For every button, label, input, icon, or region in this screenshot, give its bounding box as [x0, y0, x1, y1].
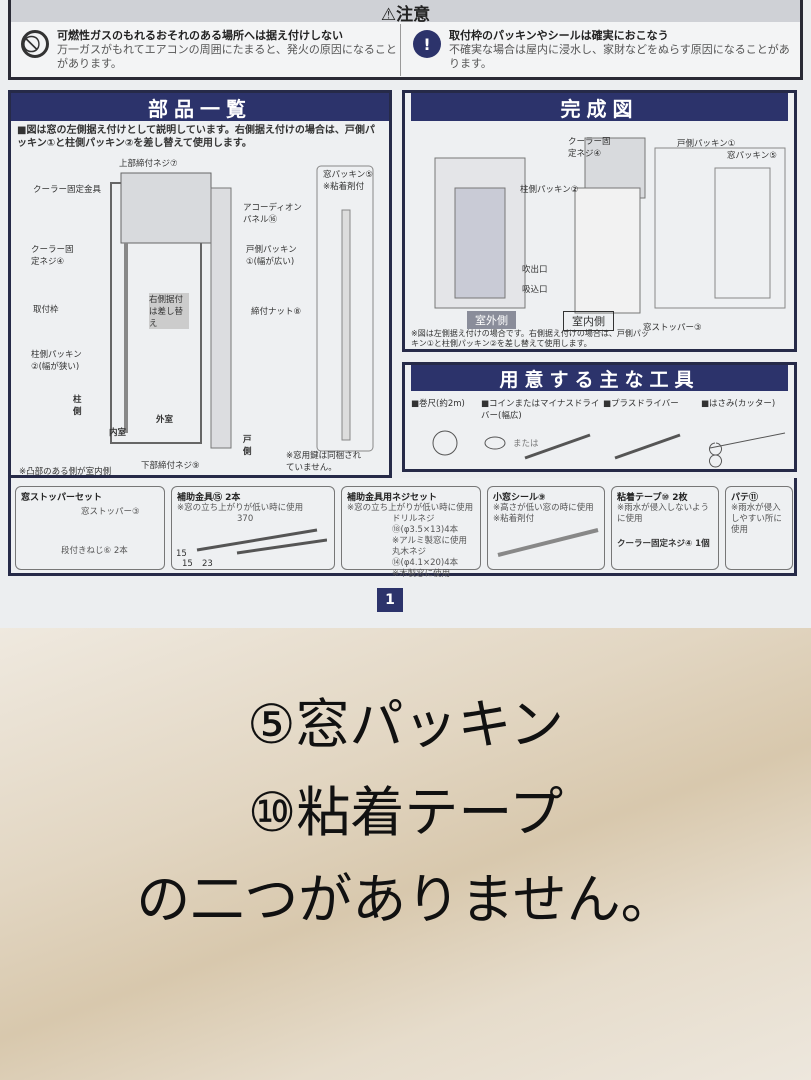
caption-line-3: の二つがありません。: [136, 868, 675, 931]
label: ※窓用鍵は同梱されていません。: [286, 451, 362, 473]
arrow-label: 柱側: [73, 395, 82, 417]
accessory-putty: パテ⑪ ※雨水が侵入しやすい所に使用: [725, 486, 793, 570]
accessory-line: ドリルネジ⑱(φ3.5×13)4本: [392, 514, 459, 535]
arrow-label: 外室: [156, 415, 174, 425]
caution-box: ⚠注意 ⃠ 可燃性ガスのもれるおそれのある場所へは据え付けしない 万一ガスがもれ…: [8, 0, 803, 80]
caution-title: ⚠注意: [11, 0, 800, 25]
accessory-line: クーラー固定ネジ④ 1個: [617, 539, 710, 549]
accessories-panel: 窓ストッパーセット 窓ストッパー③ 段付きねじ⑥ 2本 補助金具⑮ 2本 ※窓の…: [8, 478, 797, 579]
accessory-reinforcement-bracket: 補助金具⑮ 2本 ※窓の立ち上がりが低い時に使用 370 15 15 23: [171, 486, 335, 570]
label: 取付枠: [33, 305, 59, 315]
label: 窓ストッパー③: [643, 323, 702, 333]
inside-label: 室内側: [563, 311, 614, 331]
tool-illustrations: [432, 430, 786, 468]
exclamation-icon: !: [413, 30, 441, 58]
label: 上部締付ネジ⑦: [119, 159, 178, 169]
accessory-adhesive-tape: 粘着テープ⑩ 2枚 ※雨水が侵入しないように使用 クーラー固定ネジ④ 1個: [611, 486, 719, 570]
tools-panel: 用意する主な工具 ■巻尺(約2m) ■コインまたはマイナスドライバー(幅広) ■…: [402, 362, 797, 472]
accessory-heading: パテ⑪: [731, 493, 759, 503]
manual-page: ⚠注意 ⃠ 可燃性ガスのもれるおそれのある場所へは据え付けしない 万一ガスがもれ…: [0, 0, 811, 628]
accessory-line: 窓ストッパー③: [81, 507, 140, 517]
prohibited-icon: ⃠: [21, 30, 49, 58]
caution-left-body: 万一ガスがもれてエアコンの周囲にたまると、発火の原因になることがあります。: [57, 43, 397, 70]
tool-coin-or-flat-driver: ■コインまたはマイナスドライバー(幅広): [481, 399, 600, 421]
accessory-small-window-seal: 小窓シール⑨ ※高さが低い窓の時に使用 ※粘着剤付: [487, 486, 605, 570]
accessory-heading: 粘着テープ⑩ 2枚: [617, 493, 688, 503]
accessory-line: 段付きねじ⑥ 2本: [61, 546, 128, 556]
completed-diagram-panel: 完成図 クーラー固定ネジ④ 戸側パッキン① 窓パッキン⑤ 柱側パッキン② 吹出口…: [402, 90, 797, 352]
caption-line-2: ⑩粘着テープ: [247, 781, 564, 844]
tools-title: 用意する主な工具: [411, 365, 788, 391]
accessory-line: ※雨水が侵入しやすい所に使用: [731, 503, 782, 535]
accessory-screw-set: 補助金具用ネジセット ※窓の立ち上がりが低い時に使用 ドリルネジ⑱(φ3.5×1…: [341, 486, 481, 579]
label: 柱側パッキン②(幅が狭い): [31, 350, 82, 372]
accessory-line: ※雨水が侵入しないように使用: [617, 503, 709, 524]
label: クーラー固定金具: [33, 185, 102, 195]
or-label: または: [513, 439, 539, 449]
accessory-heading: 小窓シール⑨: [493, 493, 546, 503]
page-number: 1: [377, 588, 403, 612]
accessory-line: ※窓の立ち上がりが低い時に使用: [347, 503, 474, 513]
accessory-window-stopper-set: 窓ストッパーセット 窓ストッパー③ 段付きねじ⑥ 2本: [15, 486, 165, 570]
label: 右側据付は差し替え: [149, 293, 189, 329]
label: 吹出口: [522, 265, 548, 275]
bracket-drawing: [196, 528, 328, 555]
accessory-line: ※アルミ製窓に使用: [392, 536, 468, 546]
accessory-line: ※木製窓に使用: [392, 569, 451, 579]
caution-left: ⃠ 可燃性ガスのもれるおそれのある場所へは据え付けしない 万一ガスがもれてエアコ…: [11, 24, 401, 76]
label: 窓パッキン⑤: [727, 151, 777, 161]
accessory-heading: 補助金具⑮ 2本: [177, 493, 241, 503]
accessory-heading: 補助金具用ネジセット: [347, 493, 438, 503]
parts-note: ■図は窓の左側据え付けとして説明しています。右側据え付けの場合は、戸側パッキン①…: [17, 125, 375, 149]
label: 締付ナット⑧: [251, 307, 302, 317]
tool-tape-measure: ■巻尺(約2m): [411, 399, 465, 409]
caution-right-body: 不確実な場合は屋内に浸水し、家財などをぬらす原因になることがあります。: [449, 43, 790, 70]
tool-scissors: ■はさみ(カッター): [701, 399, 776, 409]
dimension-label: 23: [202, 559, 213, 569]
dimension-label: 15: [182, 559, 193, 569]
caution-right-heading: 取付枠のパッキンやシールは確実におこなう: [449, 29, 669, 42]
parts-title: 部品一覧: [11, 93, 389, 121]
parts-list-panel: 部品一覧 ■図は窓の左側据え付けとして説明しています。右側据え付けの場合は、戸側…: [8, 90, 392, 478]
installation-illustration: [434, 137, 786, 314]
caution-left-heading: 可燃性ガスのもれるおそれのある場所へは据え付けしない: [57, 29, 343, 42]
seal-drawing: [497, 528, 599, 557]
complete-note: ※図は左側据え付けの場合です。右側据え付けの場合は、戸側パッキン①と柱側パッキン…: [411, 329, 649, 348]
label: 戸側パッキン①: [677, 139, 736, 149]
accessory-line: 丸木ネジ⑭(φ4.1×20)4本: [392, 547, 459, 568]
outside-label: 室外側: [467, 311, 516, 329]
accessory-line: ※窓の立ち上がりが低い時に使用: [177, 503, 304, 513]
label: クーラー固定ネジ④: [31, 245, 74, 267]
arrow-label: 戸側: [243, 435, 252, 457]
mounting-frame-diagram: [110, 172, 232, 449]
label: 下部締付ネジ⑨: [141, 461, 200, 471]
label: クーラー固定ネジ④: [568, 137, 611, 159]
label: ※凸部のある側が室内側: [19, 467, 112, 477]
dimension-label: 15: [176, 549, 187, 559]
accessory-line: ※高さが低い窓の時に使用: [493, 503, 594, 513]
label: 吸込口: [522, 285, 548, 295]
window-packing-diagram: [316, 165, 374, 452]
caption-line-1: ⑤窓パッキン: [247, 693, 564, 756]
accessory-line: ※粘着剤付: [493, 514, 535, 524]
label: 戸側パッキン①(幅が広い): [246, 245, 297, 267]
accessory-heading: 窓ストッパーセット: [21, 493, 103, 503]
caution-right: ! 取付枠のパッキンやシールは確実におこなう 不確実な場合は屋内に浸水し、家財な…: [403, 24, 793, 76]
label: アコーディオンパネル⑯: [243, 203, 302, 225]
label: 窓パッキン⑤ ※粘着剤付: [323, 170, 373, 192]
complete-title: 完成図: [411, 93, 788, 121]
dimension-label: 370: [237, 514, 254, 524]
wall-background: [0, 628, 811, 1080]
label: 柱側パッキン②: [520, 185, 579, 195]
tool-phillips-driver: ■プラスドライバー: [603, 399, 679, 409]
arrow-label: 内室: [109, 428, 127, 438]
